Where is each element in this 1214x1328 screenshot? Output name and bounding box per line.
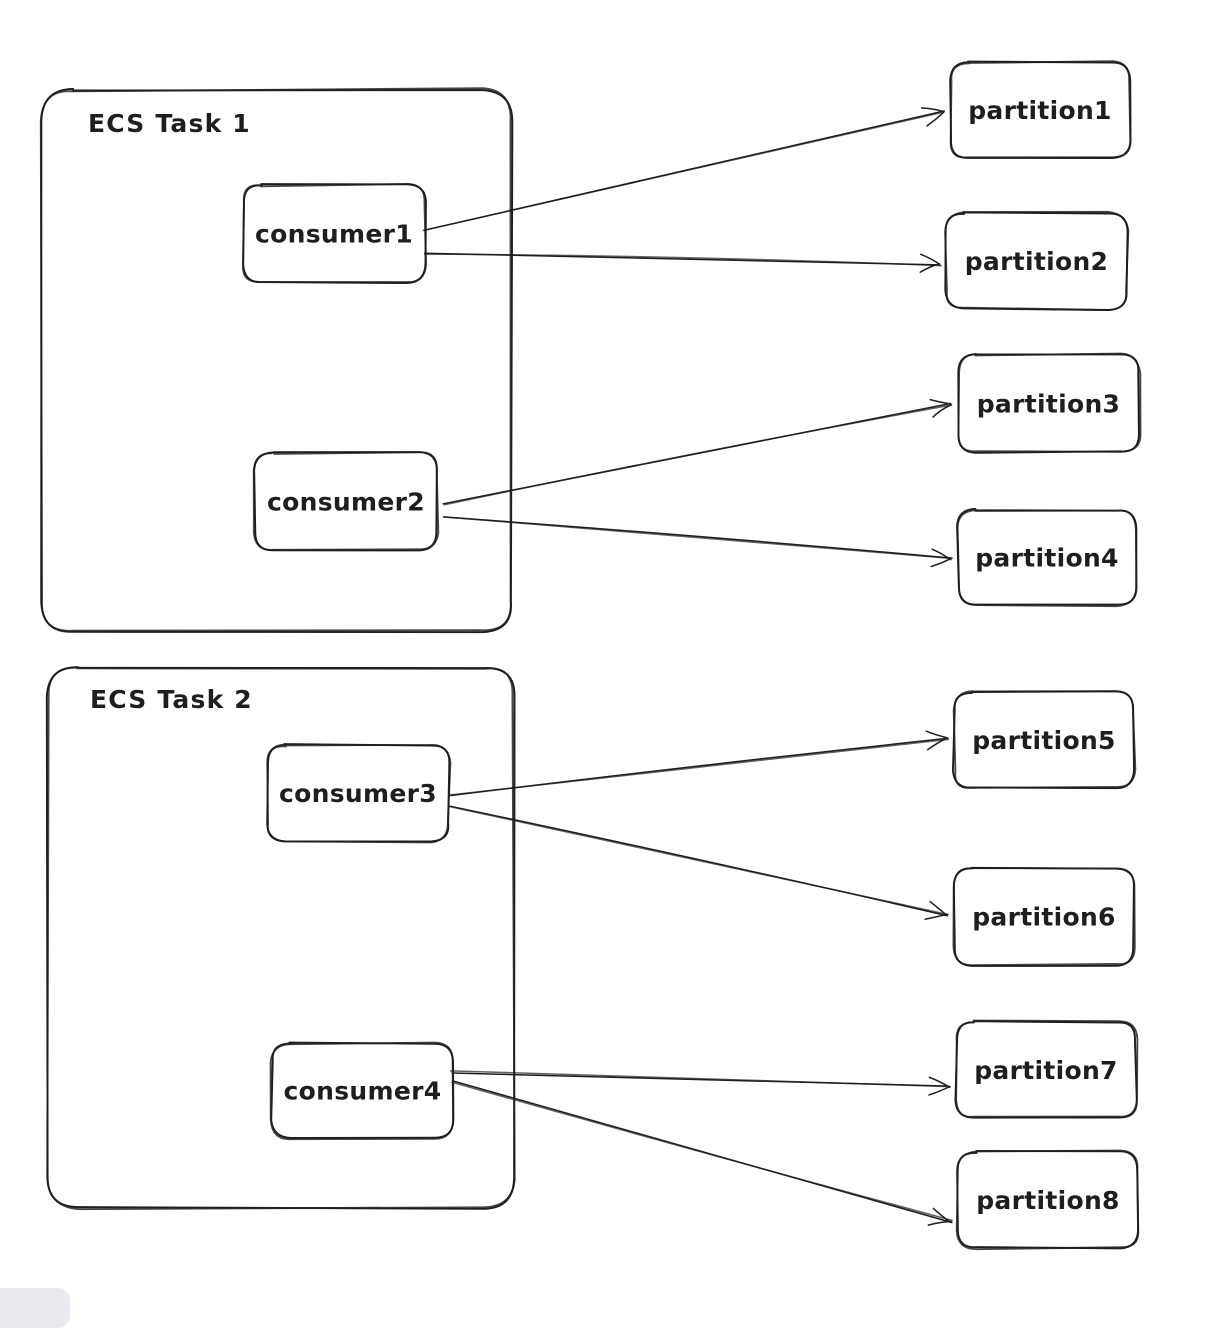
node-partition5[interactable]: partition5 (951, 690, 1137, 790)
node-partition1[interactable]: partition1 (949, 60, 1132, 159)
node-label-consumer3: consumer3 (279, 779, 437, 808)
node-partition3[interactable]: partition3 (957, 352, 1142, 454)
arrow-consumer4-to-partition8[interactable] (451, 1080, 954, 1226)
arrow-consumer4-to-partition7[interactable] (449, 1070, 951, 1096)
node-partition2[interactable]: partition2 (944, 210, 1130, 312)
node-partition4[interactable]: partition4 (956, 507, 1138, 608)
node-consumer1[interactable]: consumer1 (242, 183, 427, 284)
node-label-partition7: partition7 (974, 1056, 1118, 1085)
arrow-consumer2-to-partition3[interactable] (442, 398, 953, 506)
node-partition6[interactable]: partition6 (952, 866, 1136, 967)
node-consumer2[interactable]: consumer2 (252, 451, 440, 552)
node-label-consumer1: consumer1 (255, 220, 413, 249)
group-ecs-task-2[interactable]: ECS Task 2 consumer3 consumer4 (45, 666, 516, 1211)
arrow-consumer3-to-partition6[interactable] (447, 805, 949, 921)
node-label-partition6: partition6 (972, 903, 1116, 932)
group-ecs-task-1[interactable]: ECS Task 1 consumer1 consumer2 (39, 87, 514, 634)
group-label-ecs-task-2: ECS Task 2 (90, 685, 253, 714)
node-consumer3[interactable]: consumer3 (266, 743, 452, 844)
node-label-partition8: partition8 (976, 1186, 1120, 1215)
arrow-consumer3-to-partition5[interactable] (449, 730, 950, 797)
node-label-partition2: partition2 (965, 247, 1109, 276)
node-consumer4[interactable]: consumer4 (269, 1041, 455, 1141)
arrow-consumer2-to-partition4[interactable] (442, 516, 953, 568)
arrow-consumer1-to-partition1[interactable] (422, 107, 945, 232)
group-label-ecs-task-1: ECS Task 1 (88, 109, 251, 138)
node-label-consumer2: consumer2 (267, 488, 425, 517)
arrow-consumer1-to-partition2[interactable] (423, 252, 942, 273)
node-label-partition5: partition5 (972, 726, 1116, 755)
node-label-partition1: partition1 (968, 96, 1112, 125)
node-partition8[interactable]: partition8 (955, 1149, 1140, 1251)
node-label-consumer4: consumer4 (284, 1077, 442, 1106)
node-label-partition4: partition4 (975, 544, 1119, 573)
node-label-partition3: partition3 (977, 390, 1121, 419)
node-partition7[interactable]: partition7 (954, 1019, 1139, 1119)
